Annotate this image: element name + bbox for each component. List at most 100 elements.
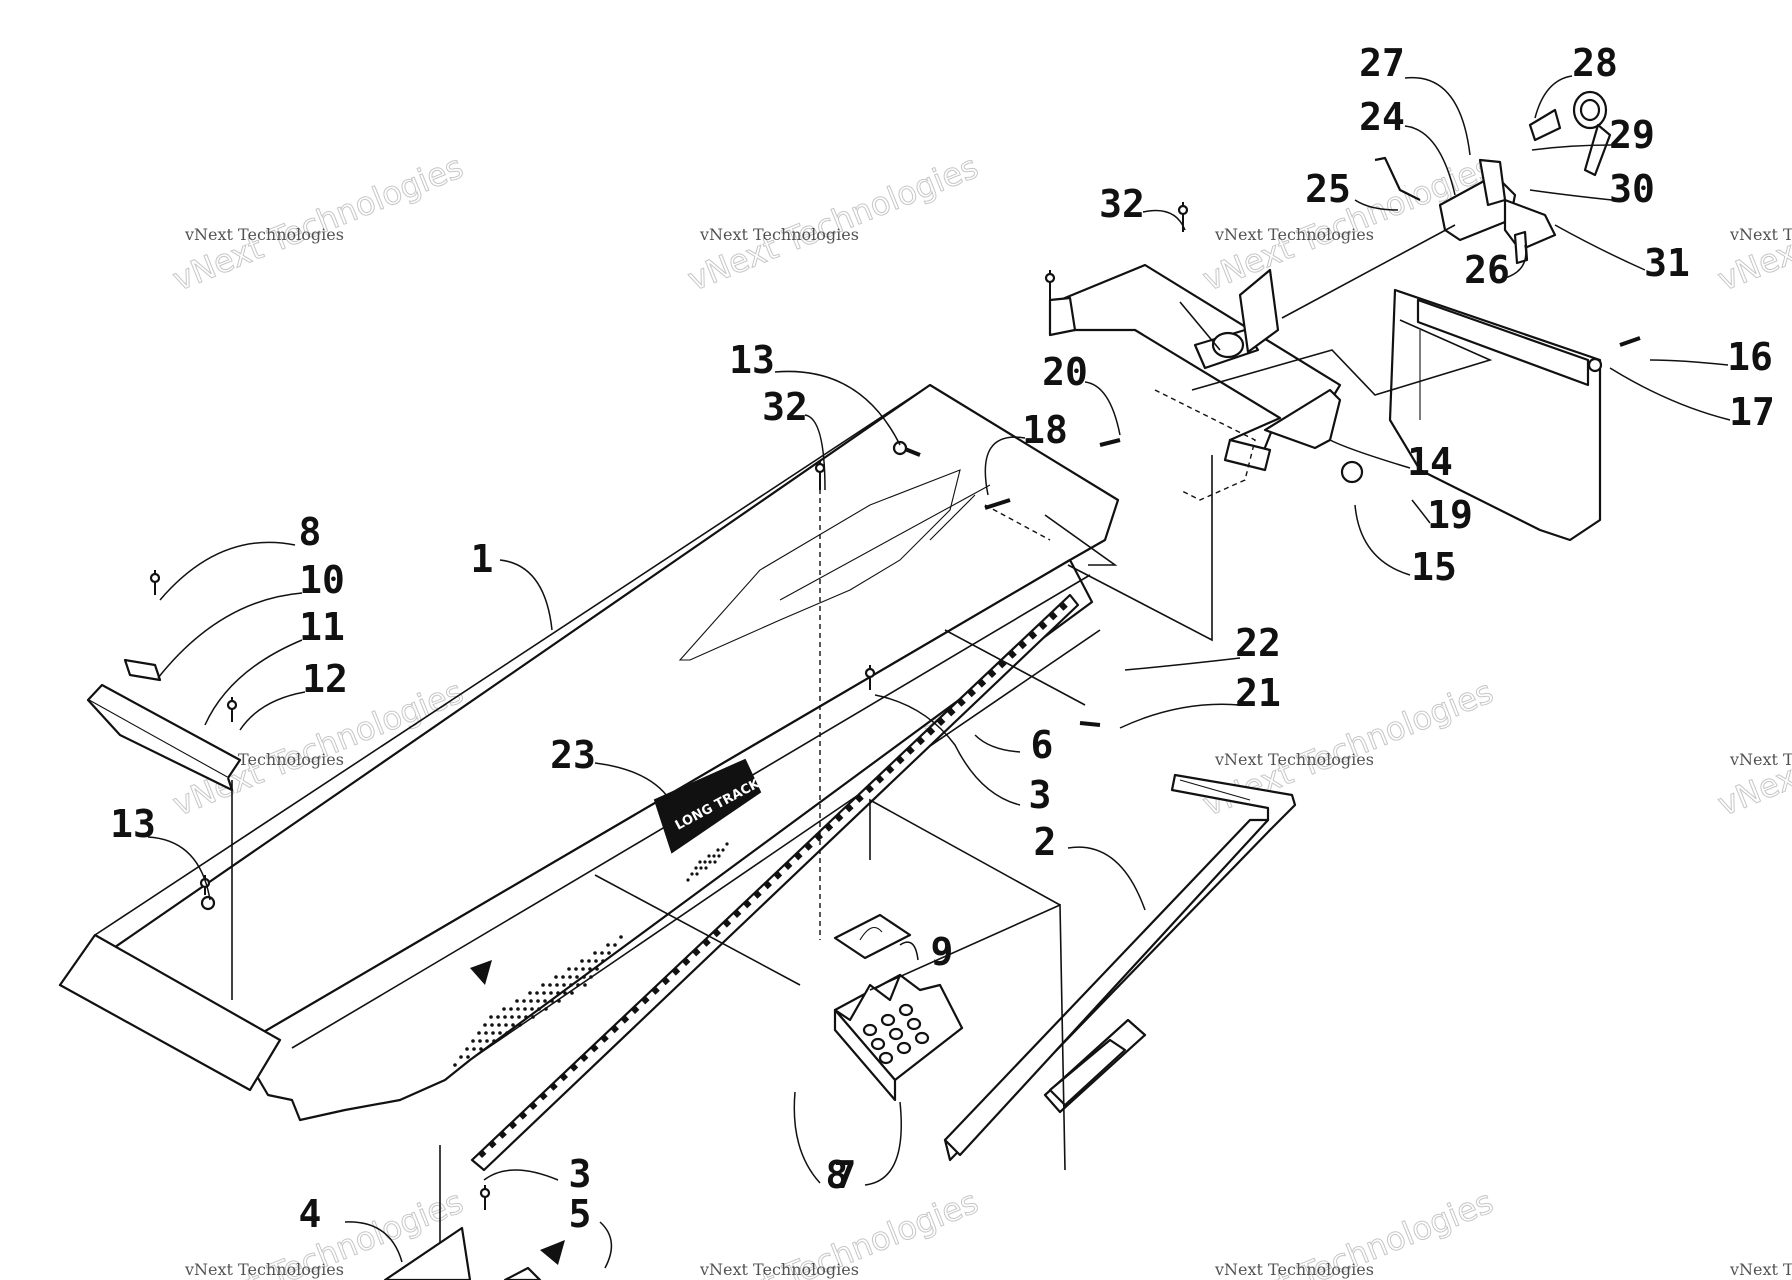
rail-tooth (518, 1111, 528, 1120)
perf-hole (490, 1023, 494, 1027)
callout-label: 4 (299, 1192, 322, 1236)
rail-tooth (773, 871, 783, 880)
leader-line (1411, 499, 1431, 524)
perf-hole (595, 967, 599, 971)
rail-tooth (916, 736, 925, 746)
rivet-head (814, 462, 826, 474)
callout-label: 31 (1644, 241, 1690, 285)
leader-line (157, 592, 303, 679)
leader-line (804, 414, 826, 491)
perforation-pattern (453, 842, 729, 1067)
rail-tooth (732, 909, 742, 918)
perf-hole (716, 848, 720, 852)
rail-tooth (1059, 602, 1068, 611)
rail-tooth (569, 1063, 579, 1072)
leader-line (1531, 144, 1613, 151)
watermark-text: vNext Technologies (184, 225, 344, 244)
bracket-part-11 (86, 658, 242, 792)
rail-tooth (824, 823, 834, 832)
perf-hole (613, 943, 617, 947)
perf-hole (712, 854, 716, 858)
perf-hole (580, 959, 584, 963)
perf-hole (518, 1023, 522, 1027)
callout-label: 2 (1034, 820, 1057, 864)
perf-hole (544, 1007, 548, 1011)
assembly-lines (231, 224, 1493, 1250)
perf-hole (459, 1055, 463, 1059)
callout-label: 5 (569, 1192, 592, 1236)
callout-label: 29 (1609, 113, 1655, 157)
leader-line (1404, 125, 1456, 196)
rivet-head (1177, 204, 1189, 216)
bolt (1619, 336, 1641, 347)
perf-hole (563, 991, 567, 995)
leader-line (1649, 359, 1729, 366)
perf-hole (583, 983, 587, 987)
rivet-head (149, 572, 161, 584)
leader-line (599, 1221, 613, 1269)
perf-hole (484, 1031, 488, 1035)
rail-tooth (885, 765, 895, 774)
rail-teeth (477, 602, 1068, 1158)
rail-tooth (539, 1091, 548, 1101)
bracket-part-9 (833, 913, 912, 960)
rail-tooth (620, 1015, 630, 1024)
washer (1587, 357, 1603, 373)
rail-tooth (610, 1024, 619, 1034)
fasteners (149, 202, 1641, 1210)
step-plate-part-7 (833, 973, 964, 1102)
perf-hole (498, 1031, 502, 1035)
perf-hole (601, 959, 605, 963)
callout-label: 18 (1022, 408, 1068, 452)
watermark-text: vNext Technologies (1729, 225, 1792, 244)
watermark-outline: vNext Technologies (1712, 147, 1792, 298)
perf-hole (619, 935, 623, 939)
step-hole (878, 1051, 894, 1065)
step-holes (862, 1003, 930, 1065)
perf-hole (465, 1047, 469, 1051)
rivet-head (864, 667, 876, 679)
perf-hole (575, 975, 579, 979)
perf-hole (574, 967, 578, 971)
leader-line (1554, 224, 1646, 271)
leader-line (147, 836, 211, 901)
perf-hole (582, 975, 586, 979)
callout-label: 10 (299, 558, 345, 602)
perf-hole (606, 943, 610, 947)
cap (200, 895, 216, 911)
bolt (1079, 721, 1101, 727)
perf-hole (569, 983, 573, 987)
lower-parts (383, 1226, 565, 1280)
leader-line (1529, 189, 1613, 201)
rail-tooth (477, 1149, 487, 1158)
watermark-outline: vNext Technologies (167, 147, 468, 298)
perf-hole (587, 959, 591, 963)
rail-tooth (722, 919, 732, 928)
perf-hole (522, 999, 526, 1003)
rail-tooth (753, 890, 762, 899)
perf-hole (543, 999, 547, 1003)
callout-label: 26 (1464, 248, 1510, 292)
callout-label: 17 (1729, 390, 1775, 434)
callout-label: 1 (471, 537, 494, 581)
rail-tooth (488, 1139, 497, 1149)
rail-tooth (528, 1101, 538, 1110)
leader-line (864, 1101, 902, 1186)
perf-hole (690, 872, 694, 876)
leader-line (483, 1169, 559, 1181)
rail-tooth (651, 986, 660, 995)
rail-tooth (855, 794, 864, 803)
step-hole (870, 1037, 886, 1051)
perf-hole (491, 1031, 495, 1035)
callout-label: 32 (1099, 182, 1145, 226)
rail-tooth (794, 851, 803, 861)
callout-label: 25 (1305, 167, 1351, 211)
leader-line (1084, 381, 1121, 436)
callout-label: 7 (834, 1153, 857, 1197)
leader-line (594, 762, 671, 801)
callout-label: 27 (1359, 41, 1405, 85)
rivet-head (226, 699, 238, 711)
callout-label: 15 (1411, 545, 1457, 589)
